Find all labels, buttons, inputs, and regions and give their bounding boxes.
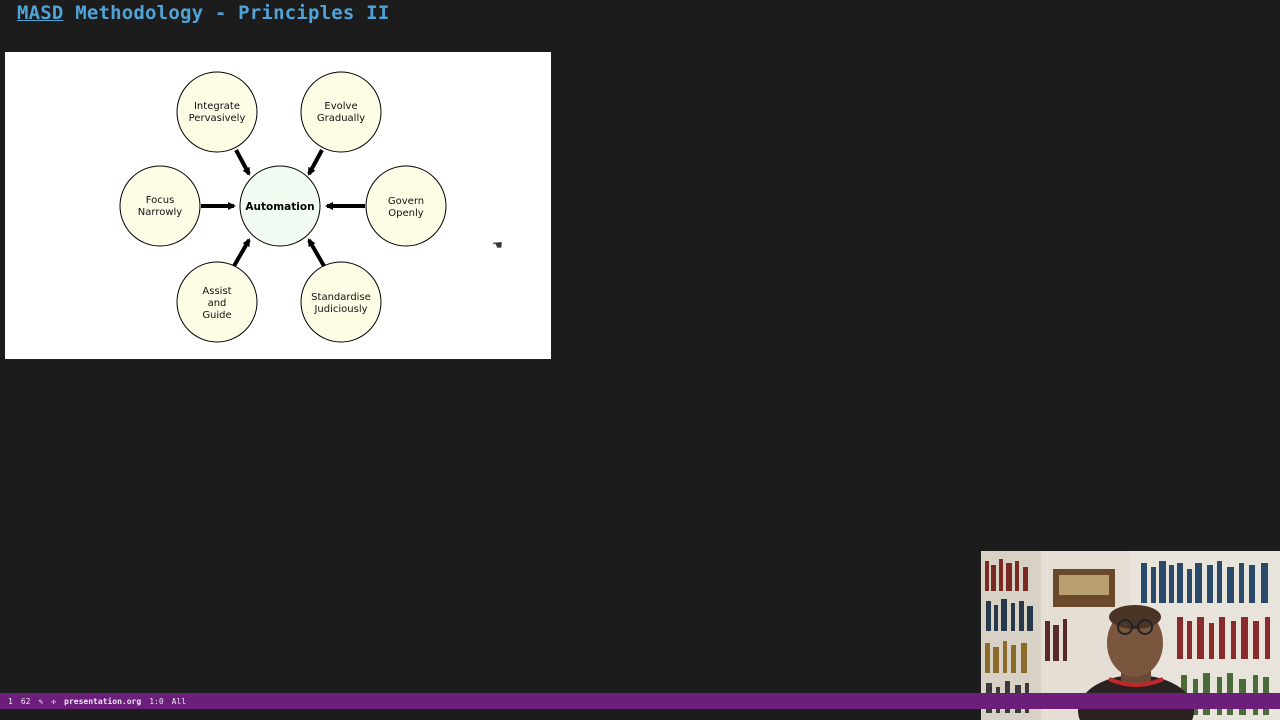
node-label-line: Openly bbox=[388, 208, 423, 219]
project-icon: ✢ bbox=[51, 696, 57, 706]
node-label-line: Narrowly bbox=[138, 207, 183, 218]
node-integrate-pervasively: Integrate Pervasively bbox=[176, 71, 258, 153]
arrows bbox=[201, 149, 365, 267]
node-label-line: Pervasively bbox=[189, 113, 246, 124]
node-assist-and-guide: Assist and Guide bbox=[176, 261, 258, 343]
slide-title-prefix: MASD bbox=[17, 2, 64, 24]
node-label-line: Gradually bbox=[317, 113, 365, 124]
node-evolve-gradually: Evolve Gradually bbox=[300, 71, 382, 153]
buffer-scope: All bbox=[171, 696, 187, 706]
hand-cursor-icon: ☚ bbox=[492, 238, 503, 252]
column-number: 62 bbox=[20, 696, 31, 706]
arrow-evolve bbox=[307, 149, 324, 176]
arrow-standardise bbox=[307, 238, 326, 267]
center-node-label: Automation bbox=[245, 201, 314, 213]
principles-diagram: Automation Integrate Pervasively Evolve … bbox=[5, 52, 551, 359]
node-govern-openly: Govern Openly bbox=[365, 165, 447, 247]
edit-state-icon: ✎ bbox=[38, 696, 44, 706]
slide-title-rest: Methodology - Principles II bbox=[63, 2, 390, 24]
node-label-line: Integrate bbox=[194, 101, 240, 112]
node-label-line: Focus bbox=[146, 195, 175, 206]
arrow-integrate bbox=[234, 149, 251, 176]
node-standardise-judiciously: Standardise Judiciously bbox=[300, 261, 382, 343]
node-label-line: Govern bbox=[388, 196, 424, 207]
emacs-mode-line: 1 62 ✎ ✢ presentation.org 1:0 All bbox=[0, 693, 1280, 709]
node-label-line: Judiciously bbox=[313, 304, 367, 315]
node-label-line: Standardise bbox=[311, 292, 371, 303]
webcam-overlay bbox=[981, 551, 1280, 720]
node-label-line: and bbox=[208, 298, 227, 309]
slide-title: MASD Methodology - Principles II bbox=[17, 2, 389, 24]
webcam-image bbox=[981, 551, 1280, 720]
cursor-position: 1:0 bbox=[149, 696, 164, 706]
node-label-line: Assist bbox=[202, 286, 231, 297]
node-focus-narrowly: Focus Narrowly bbox=[119, 165, 201, 247]
node-label-line: Guide bbox=[202, 310, 231, 321]
arrow-assist bbox=[232, 238, 251, 267]
center-node-automation: Automation bbox=[239, 165, 321, 247]
buffer-filename[interactable]: presentation.org bbox=[64, 696, 142, 706]
diagram-svg: Automation Integrate Pervasively Evolve … bbox=[119, 71, 447, 343]
window-number: 1 bbox=[8, 696, 13, 706]
node-label-line: Evolve bbox=[324, 101, 357, 112]
